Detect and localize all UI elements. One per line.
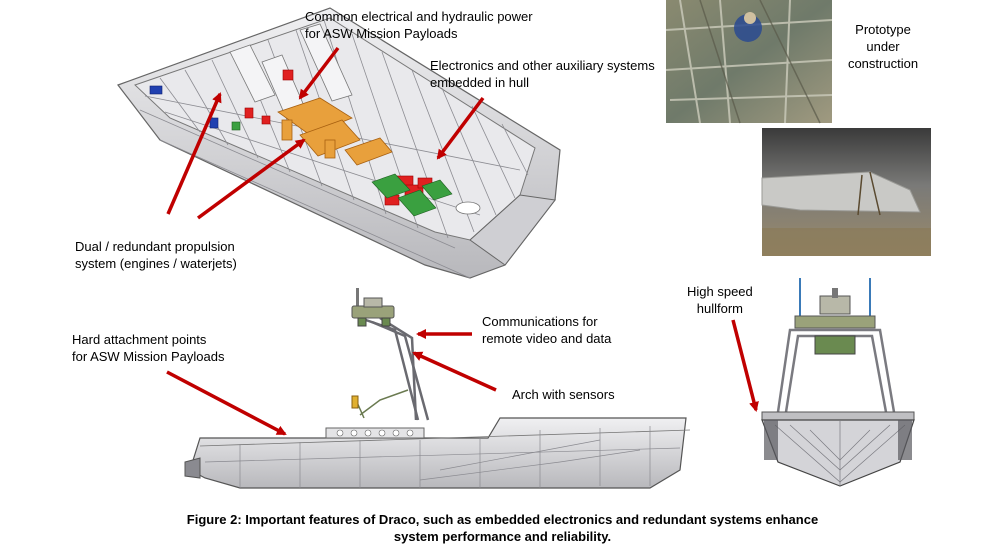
- callout-power: Common electrical and hydraulic power fo…: [305, 9, 533, 41]
- arrow-power: [298, 46, 340, 100]
- callout-comms: Communications for remote video and data: [482, 314, 612, 346]
- prototype-caption: Prototype under construction: [847, 22, 919, 71]
- callout-hullform: High speed hullform: [687, 284, 753, 316]
- arrow-propulsion-2: [196, 138, 306, 220]
- top-boat-cutaway: [117, 7, 561, 279]
- front-view-boat: [758, 270, 930, 490]
- figure-caption: Figure 2: Important features of Draco, s…: [0, 511, 1005, 545]
- arrow-electronics: [436, 96, 485, 160]
- figure-caption-line-2: system performance and reliability.: [393, 529, 612, 544]
- figure-caption-line-1: Figure 2: Important features of Draco, s…: [186, 512, 819, 527]
- side-view-boat: [180, 282, 700, 502]
- arrow-hullform: [731, 319, 759, 412]
- callout-arch: Arch with sensors: [512, 387, 615, 402]
- prototype-photo: [665, 0, 833, 124]
- arrow-arch: [412, 351, 497, 392]
- hull-photo: [761, 128, 931, 256]
- callout-electronics: Electronics and other auxiliary systems …: [430, 58, 655, 90]
- callout-propulsion: Dual / redundant propulsion system (engi…: [75, 239, 237, 271]
- arrow-attachment: [166, 370, 287, 436]
- callout-attachment: Hard attachment points for ASW Mission P…: [72, 332, 225, 364]
- arrow-propulsion-1: [166, 92, 222, 215]
- callout-arrows: [166, 46, 759, 436]
